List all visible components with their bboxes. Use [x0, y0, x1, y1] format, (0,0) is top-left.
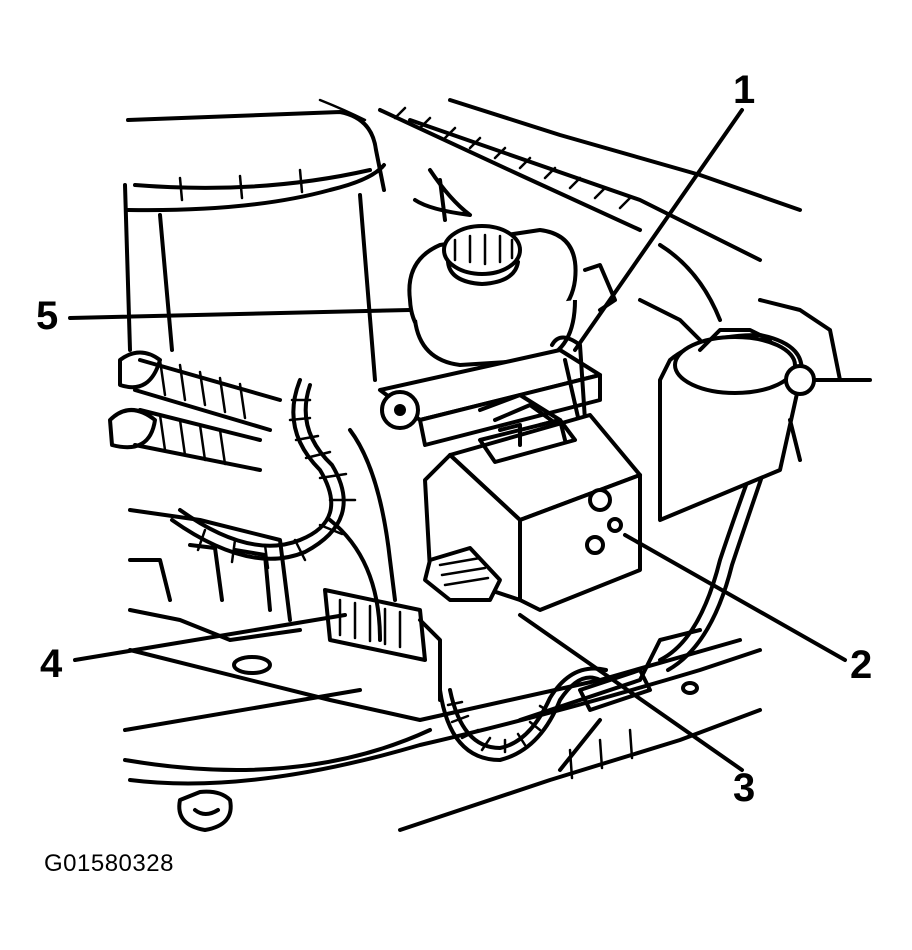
callout-3: 3: [733, 766, 756, 810]
relay-connector-block: [323, 588, 442, 702]
ebcm-connector: [423, 546, 502, 602]
leader-line-3: [518, 613, 744, 772]
callout-4: 4: [40, 642, 63, 686]
cowl-panel: [378, 98, 802, 262]
leader-line-5: [68, 308, 412, 320]
master-cylinder-reservoir: [407, 224, 617, 367]
abs-modulator-unit: [423, 413, 642, 612]
air-cleaner-housing: [123, 98, 386, 382]
callout-2: 2: [850, 643, 873, 687]
callout-5: 5: [36, 294, 59, 338]
leader-line-1: [573, 108, 744, 352]
callout-1: 1: [733, 68, 756, 112]
leader-line-2: [623, 533, 847, 662]
figure-id: G01580328: [44, 850, 174, 877]
callout-leader-lines: [68, 108, 847, 772]
engine-and-fender-structure: [108, 350, 762, 832]
leader-line-4: [73, 613, 347, 662]
accumulator-canister: [638, 243, 872, 522]
